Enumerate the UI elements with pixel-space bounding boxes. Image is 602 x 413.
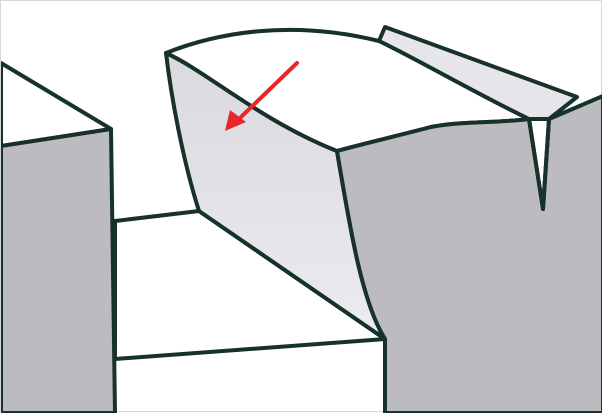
right-block-front-face xyxy=(337,96,602,413)
left-block-front-face xyxy=(1,129,115,413)
right-block xyxy=(337,96,602,413)
left-block xyxy=(1,63,115,413)
